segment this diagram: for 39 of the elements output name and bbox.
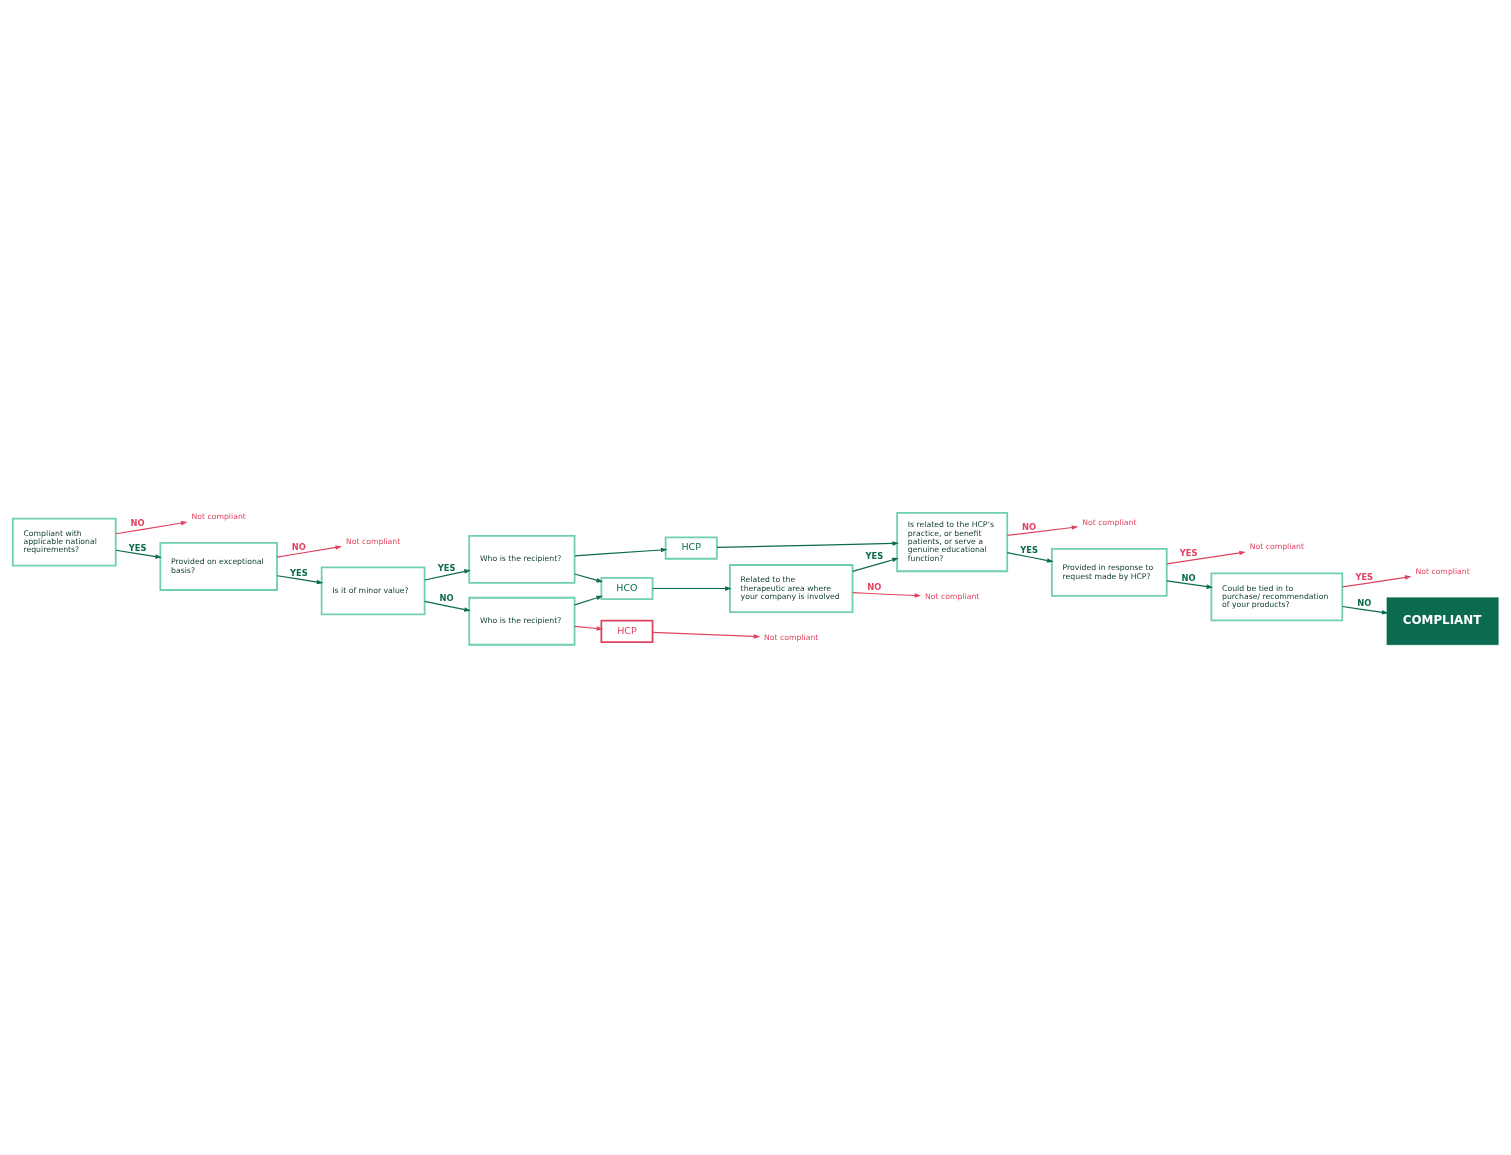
edge-label: YES bbox=[1179, 548, 1198, 559]
node-box: HCP bbox=[664, 536, 718, 560]
edge-label: YES bbox=[865, 551, 884, 562]
arrow bbox=[652, 586, 732, 591]
arrow bbox=[652, 631, 761, 639]
arrow bbox=[1166, 550, 1246, 565]
arrow bbox=[1006, 525, 1079, 537]
arrow bbox=[574, 595, 604, 606]
arrow bbox=[1166, 580, 1214, 589]
node-box: COMPLIANT bbox=[1386, 597, 1499, 646]
edge-label: NO bbox=[867, 582, 882, 593]
edge-label: YES bbox=[1020, 544, 1039, 555]
arrow bbox=[574, 547, 668, 557]
edge-label: YES bbox=[1355, 572, 1374, 583]
edge-label: NO bbox=[439, 593, 454, 604]
node-box: HCP bbox=[600, 619, 654, 643]
arrow bbox=[852, 591, 922, 598]
arrow bbox=[574, 625, 604, 631]
edge-label: NO bbox=[1022, 521, 1037, 532]
edge-label: NO bbox=[1181, 572, 1196, 583]
edge-label: YES bbox=[437, 563, 456, 574]
node-box: HCO bbox=[600, 576, 654, 601]
arrow bbox=[1341, 605, 1389, 615]
edge-label: YES bbox=[128, 542, 147, 553]
arrow bbox=[424, 600, 471, 612]
arrow bbox=[1006, 552, 1054, 563]
arrow bbox=[115, 520, 188, 535]
arrow bbox=[276, 545, 343, 558]
arrow bbox=[424, 569, 471, 581]
arrow bbox=[716, 541, 899, 549]
edge-label: NO bbox=[130, 518, 145, 529]
arrow bbox=[1341, 575, 1412, 588]
edge-label: NO bbox=[1357, 597, 1372, 608]
arrow bbox=[115, 549, 162, 559]
arrow bbox=[852, 557, 899, 572]
edge-label: NO bbox=[291, 541, 306, 552]
arrow bbox=[276, 575, 324, 585]
arrow bbox=[574, 573, 604, 583]
edge-label: YES bbox=[290, 567, 308, 578]
